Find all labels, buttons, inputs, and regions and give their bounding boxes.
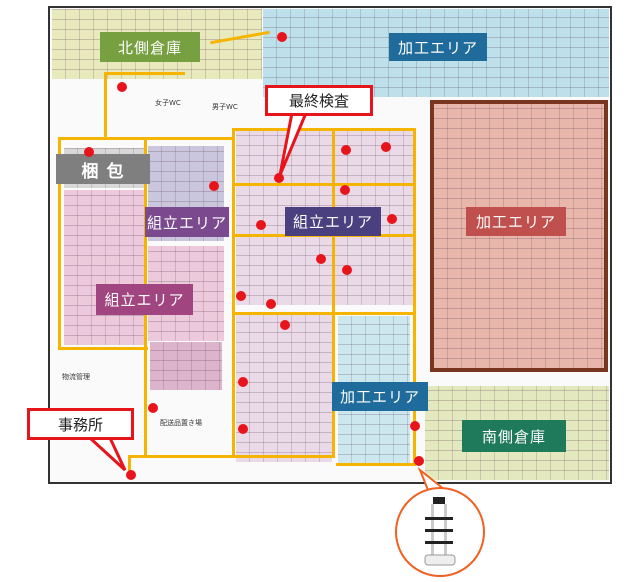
stop-marker [274,173,284,183]
route-line [232,128,416,131]
office-pointer [86,436,127,472]
delivery-robot-image [395,487,485,577]
delivery-robot-icon [424,497,456,566]
stop-marker [266,299,276,309]
stop-marker [410,421,420,431]
logistics-label: 物流管理 [62,373,90,381]
north-warehouse-label: 北側倉庫 [100,32,200,62]
womens-wc-label: 女子WC [155,99,181,107]
route-line [413,128,416,466]
stop-marker [256,220,266,230]
stop-marker [117,82,127,92]
route-line [105,72,185,75]
route-line [332,128,335,458]
stop-marker [148,403,158,413]
assembly-zone-left [64,190,144,345]
route-line [232,312,416,315]
assembly-label-2: 組立エリア [285,207,381,236]
stop-marker [340,185,350,195]
processing-lower-label: 加工エリア [332,382,428,411]
assembly-zone-lower [150,342,222,390]
south-warehouse-label: 南側倉庫 [462,420,566,452]
route-line [232,128,235,458]
stop-marker [341,145,351,155]
processing-top-label: 加工エリア [389,33,487,61]
south-warehouse-zone [425,386,609,480]
stop-marker [280,320,290,330]
stop-marker [414,456,424,466]
mens-wc-label: 男子WC [212,103,238,111]
delivery-storage-label: 配送品置き場 [160,419,202,427]
final-inspection-pointer [278,111,309,176]
stop-marker [209,181,219,191]
packing-label: 梱 包 [56,154,150,184]
stop-marker [316,254,326,264]
route-line [128,455,131,475]
assembly-zone-south [236,312,332,462]
stop-marker [238,377,248,387]
stop-marker [387,214,397,224]
processing-right-label: 加工エリア [466,207,566,236]
processing-right-zone [430,100,608,372]
assembly-label-1: 組立エリア [145,207,229,237]
stop-marker [126,470,136,480]
stop-marker [236,291,246,301]
stop-marker [381,142,391,152]
final-inspection-callout: 最終検査 [265,85,373,116]
route-line [232,183,416,186]
office-callout: 事務所 [27,408,134,440]
route-line [336,463,416,466]
stop-marker [238,424,248,434]
stop-marker [277,32,287,42]
route-line [104,72,107,140]
stop-marker [342,265,352,275]
route-line [58,347,148,350]
stop-marker [84,147,94,157]
assembly-label-3: 組立エリア [96,284,193,315]
route-line [58,137,61,349]
route-line [130,455,335,458]
